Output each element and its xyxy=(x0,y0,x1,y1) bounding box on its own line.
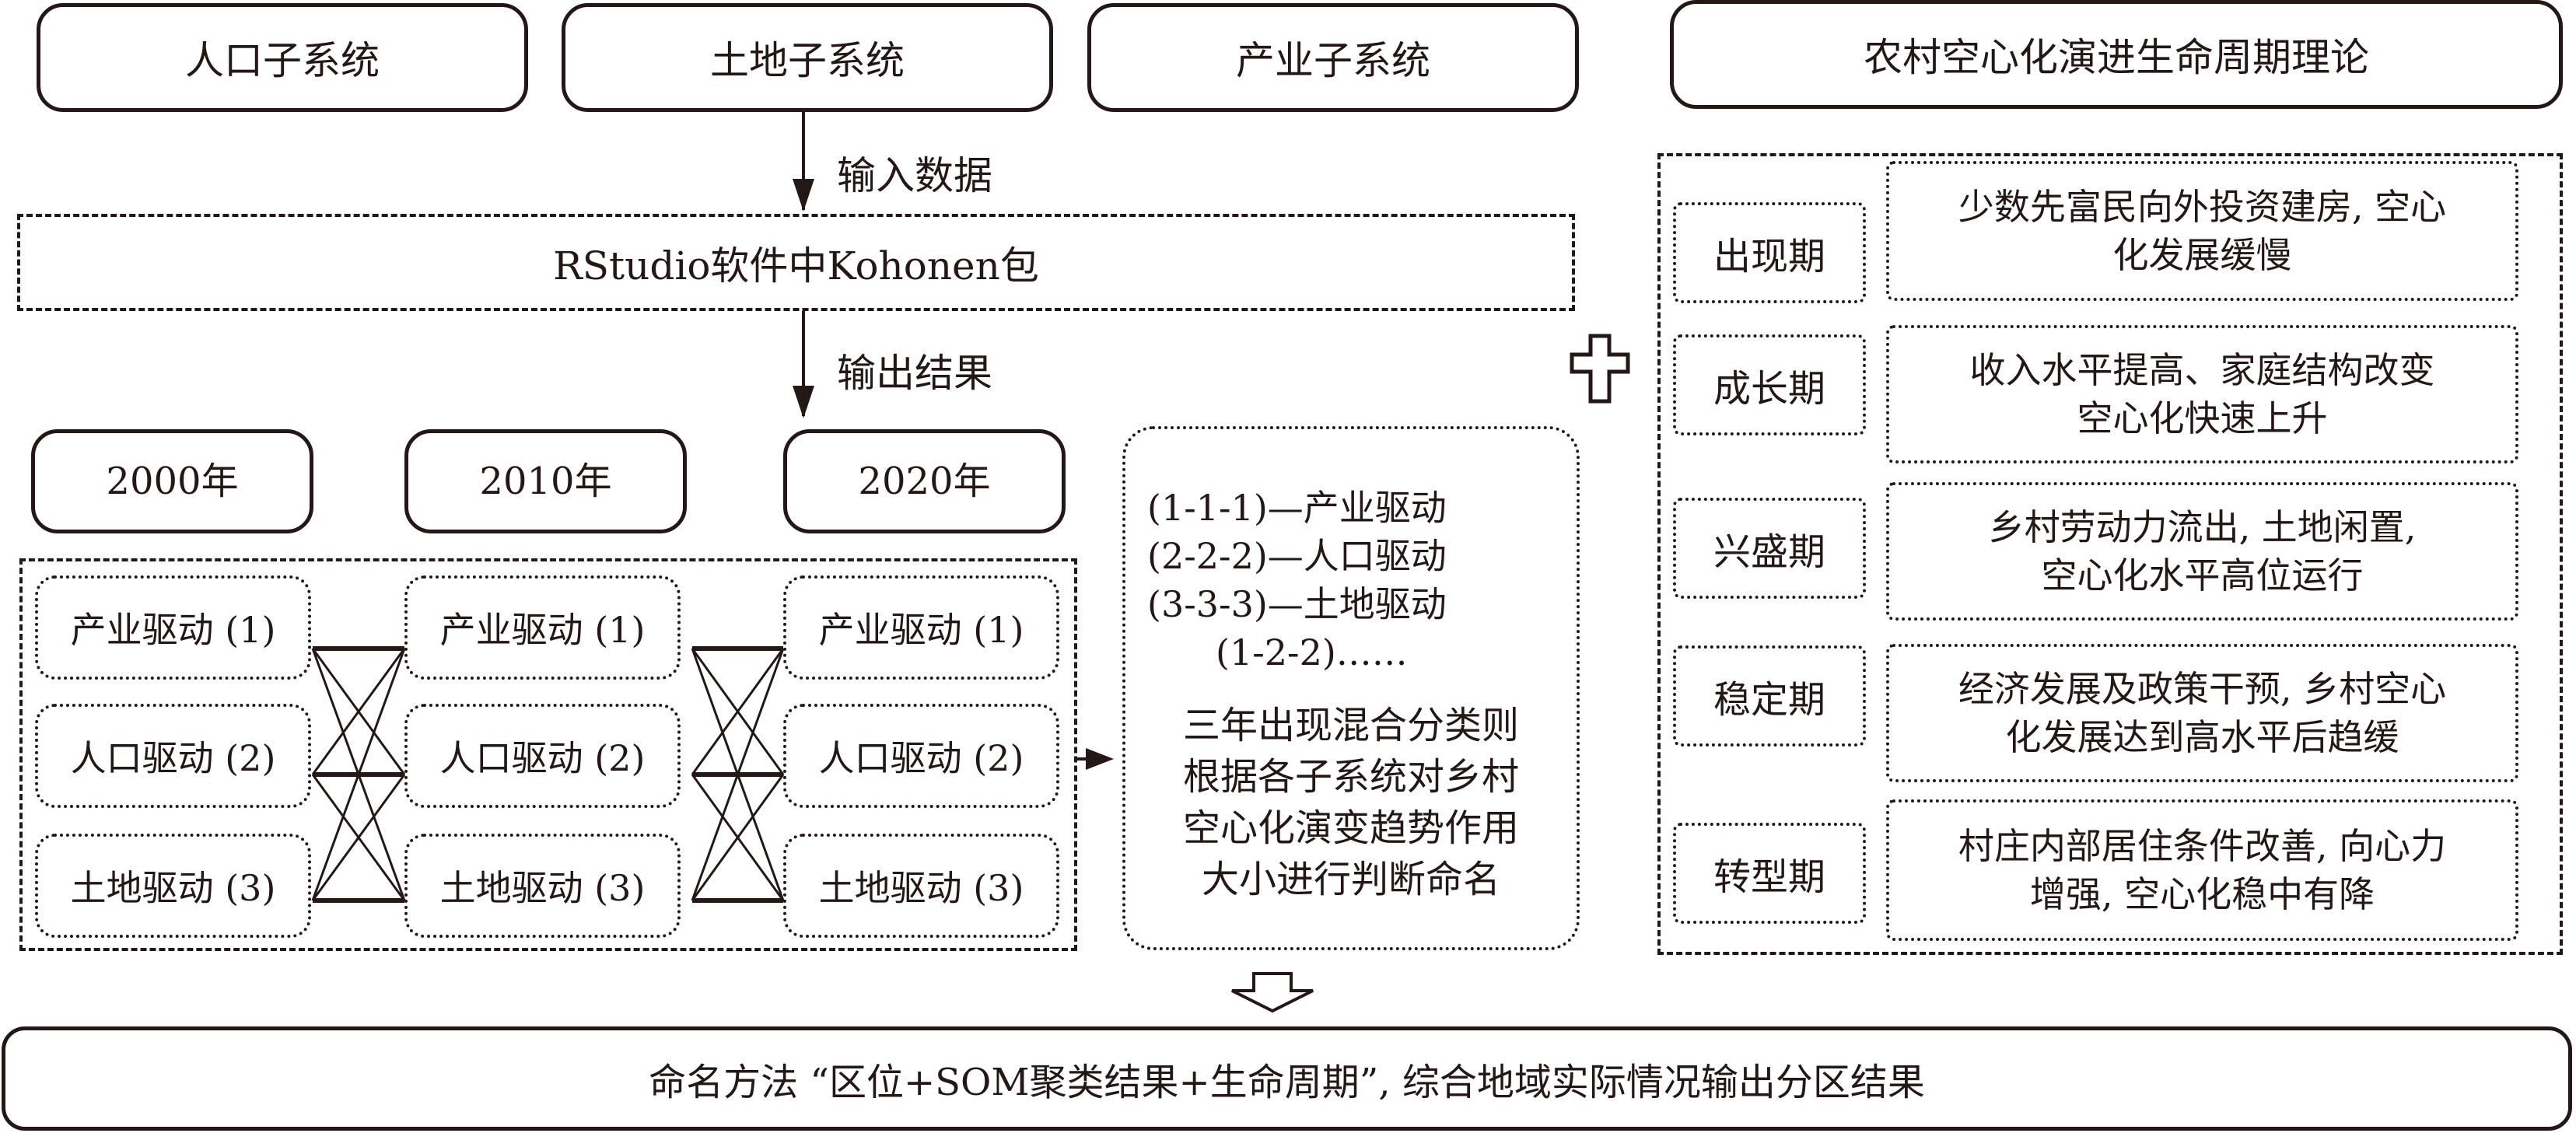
driver-label: 土地驱动 (3) xyxy=(70,867,276,909)
subsystem-label: 人口子系统 xyxy=(185,38,380,83)
driver-label: 产业驱动 (1) xyxy=(70,609,276,651)
naming-rules-box: (1-1-1)—产业驱动 (2-2-2)—人口驱动 (3-3-3)—土地驱动 (… xyxy=(1122,426,1580,950)
stage-name-box-growth: 成长期 xyxy=(1673,334,1866,435)
stage-desc-line: 乡村劳动力流出, 土地闲置, xyxy=(1988,506,2417,548)
stage-desc-line: 增强, 空心化稳中有降 xyxy=(2029,873,2375,915)
subsystem-industry: 产业子系统 xyxy=(1087,3,1579,112)
plus-icon xyxy=(1570,334,1630,404)
stage-desc-line: 空心化水平高位运行 xyxy=(2041,554,2364,596)
transition-link xyxy=(691,648,785,775)
year-label: 2020年 xyxy=(858,460,991,503)
stage-desc-line: 少数先富民向外投资建房, 空心 xyxy=(1958,186,2447,228)
driver-label: 产业驱动 (1) xyxy=(439,609,646,651)
output-result-label: 输出结果 xyxy=(837,351,992,396)
stage-name: 转型期 xyxy=(1713,855,1825,899)
transition-link xyxy=(311,648,406,775)
year-box-2010: 2010年 xyxy=(404,429,687,533)
lifecycle-theory-title: 农村空心化演进生命周期理论 xyxy=(1864,35,2369,80)
transition-link xyxy=(691,774,785,901)
driver-box-land: 土地驱动 (3) xyxy=(404,834,681,938)
stage-name: 兴盛期 xyxy=(1713,530,1825,574)
driver-label: 产业驱动 (1) xyxy=(818,609,1024,651)
stage-name-box-stability: 稳定期 xyxy=(1673,645,1866,747)
input-data-label: 输入数据 xyxy=(837,153,992,198)
driver-box-population: 人口驱动 (2) xyxy=(404,704,681,808)
output-arrowhead xyxy=(793,386,814,418)
driver-label: 土地驱动 (3) xyxy=(818,867,1024,909)
stage-desc-line: 化发展缓慢 xyxy=(2112,234,2292,276)
stage-desc-line: 化发展达到高水平后趋缓 xyxy=(2005,716,2399,758)
rule-line: (1-2-2)…… xyxy=(1216,631,1408,673)
subsystem-label: 土地子系统 xyxy=(710,38,905,83)
driver-label: 人口驱动 (2) xyxy=(439,737,646,779)
driver-box-industry: 产业驱动 (1) xyxy=(404,575,681,680)
stage-name: 出现期 xyxy=(1713,235,1825,278)
zoning-result-text: 命名方法 “区位+SOM聚类结果+生命周期”, 综合地域实际情况输出分区结果 xyxy=(649,1061,1925,1104)
subsystem-land: 土地子系统 xyxy=(562,3,1053,112)
lifecycle-theory-box: 农村空心化演进生命周期理论 xyxy=(1670,0,2563,109)
stage-desc-box-prosperity: 乡村劳动力流出, 土地闲置, 空心化水平高位运行 xyxy=(1886,482,2518,621)
stage-desc-box-stability: 经济发展及政策干预, 乡村空心化发展达到高水平后趋缓 xyxy=(1886,644,2518,782)
naming-rules-list: (1-1-1)—产业驱动 (2-2-2)—人口驱动 (3-3-3)—土地驱动 (… xyxy=(1147,484,1447,677)
stage-desc-box-transition: 村庄内部居住条件改善, 向心力增强, 空心化稳中有降 xyxy=(1886,799,2518,941)
software-box: RStudio软件中Kohonen包 xyxy=(17,214,1575,311)
software-label: RStudio软件中Kohonen包 xyxy=(553,243,1039,288)
cluster-result-container xyxy=(19,558,1077,951)
driver-box-land: 土地驱动 (3) xyxy=(35,834,311,938)
stage-desc-line: 收入水平提高、家庭结构改变 xyxy=(1969,349,2435,391)
transition-link xyxy=(311,774,406,901)
rule-line: (1-1-1)—产业驱动 xyxy=(1147,487,1447,529)
driver-box-population: 人口驱动 (2) xyxy=(783,704,1059,808)
year-box-2000: 2000年 xyxy=(31,429,313,533)
stage-desc-line: 村庄内部居住条件改善, 向心力 xyxy=(1958,825,2447,867)
transition-link xyxy=(311,648,406,901)
mixed-rule-line: 根据各子系统对乡村 xyxy=(1182,755,1519,799)
mixed-rule-text: 三年出现混合分类则 根据各子系统对乡村 空心化演变趋势作用 大小进行判断命名 xyxy=(1125,700,1577,905)
driver-box-industry: 产业驱动 (1) xyxy=(35,575,311,680)
stage-name-box-prosperity: 兴盛期 xyxy=(1673,498,1866,599)
stage-desc-line: 经济发展及政策干预, 乡村空心 xyxy=(1958,668,2447,710)
year-label: 2010年 xyxy=(479,460,612,503)
stage-name: 稳定期 xyxy=(1713,678,1825,722)
hollow-down-arrow-icon xyxy=(1231,972,1314,1013)
mixed-rule-line: 三年出现混合分类则 xyxy=(1182,704,1519,747)
stage-desc-line: 空心化快速上升 xyxy=(2077,397,2328,439)
stage-desc-box-emergence: 少数先富民向外投资建房, 空心化发展缓慢 xyxy=(1886,161,2518,301)
lifecycle-stages-container xyxy=(1657,153,2563,955)
stage-name-box-emergence: 出现期 xyxy=(1673,202,1866,303)
subsystem-population: 人口子系统 xyxy=(37,3,528,112)
subsystem-label: 产业子系统 xyxy=(1236,38,1430,83)
rule-line: (3-3-3)—土地驱动 xyxy=(1147,583,1447,625)
zoning-result-box: 命名方法 “区位+SOM聚类结果+生命周期”, 综合地域实际情况输出分区结果 xyxy=(2,1026,2572,1131)
stage-name: 成长期 xyxy=(1713,367,1825,411)
driver-label: 人口驱动 (2) xyxy=(818,737,1024,779)
year-label: 2000年 xyxy=(106,460,239,503)
driver-label: 人口驱动 (2) xyxy=(70,737,276,779)
stage-desc-box-growth: 收入水平提高、家庭结构改变空心化快速上升 xyxy=(1886,325,2518,463)
mixed-rule-line: 空心化演变趋势作用 xyxy=(1182,806,1519,850)
transition-link xyxy=(691,648,785,901)
transition-links xyxy=(311,646,785,903)
driver-box-land: 土地驱动 (3) xyxy=(783,834,1059,938)
driver-label: 土地驱动 (3) xyxy=(439,867,646,909)
rule-line: (2-2-2)—人口驱动 xyxy=(1147,535,1447,577)
year-box-2020: 2020年 xyxy=(783,429,1066,533)
driver-box-industry: 产业驱动 (1) xyxy=(783,575,1059,680)
driver-box-population: 人口驱动 (2) xyxy=(35,704,311,808)
rules-arrowhead xyxy=(1086,748,1114,770)
input-arrowhead xyxy=(793,179,814,212)
mixed-rule-line: 大小进行判断命名 xyxy=(1201,858,1500,901)
stage-name-box-transition: 转型期 xyxy=(1673,823,1866,924)
